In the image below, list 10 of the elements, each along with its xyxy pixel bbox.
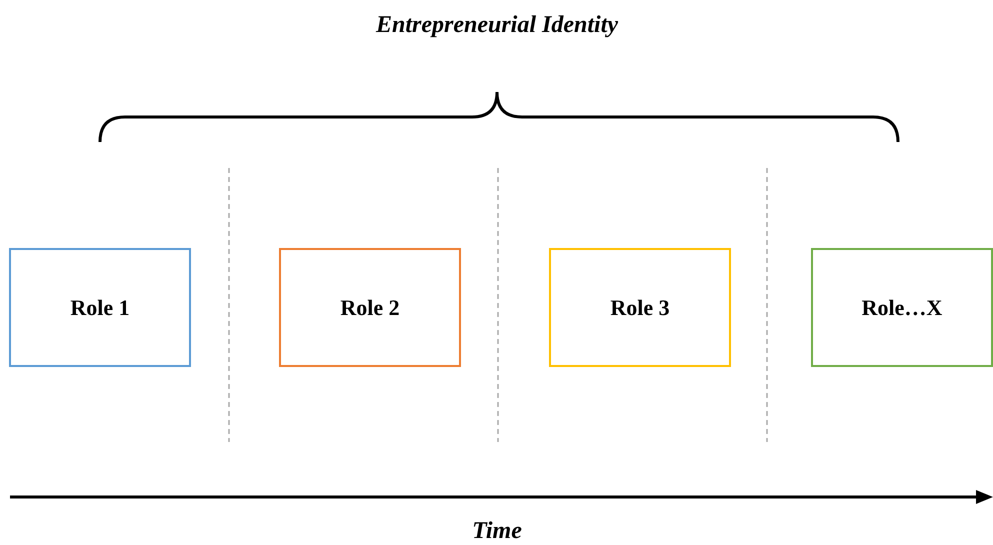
role-box: [279, 248, 461, 367]
axis-label: Time: [472, 518, 522, 545]
role-label: Role 2: [340, 294, 400, 320]
role-label: Role…X: [862, 294, 942, 320]
brace-title: Entrepreneurial Identity: [376, 12, 618, 39]
role-box: [9, 248, 191, 367]
role-box: [811, 248, 993, 367]
role-label: Role 3: [610, 294, 670, 320]
role-label: Role 1: [70, 294, 130, 320]
role-box: [549, 248, 731, 367]
